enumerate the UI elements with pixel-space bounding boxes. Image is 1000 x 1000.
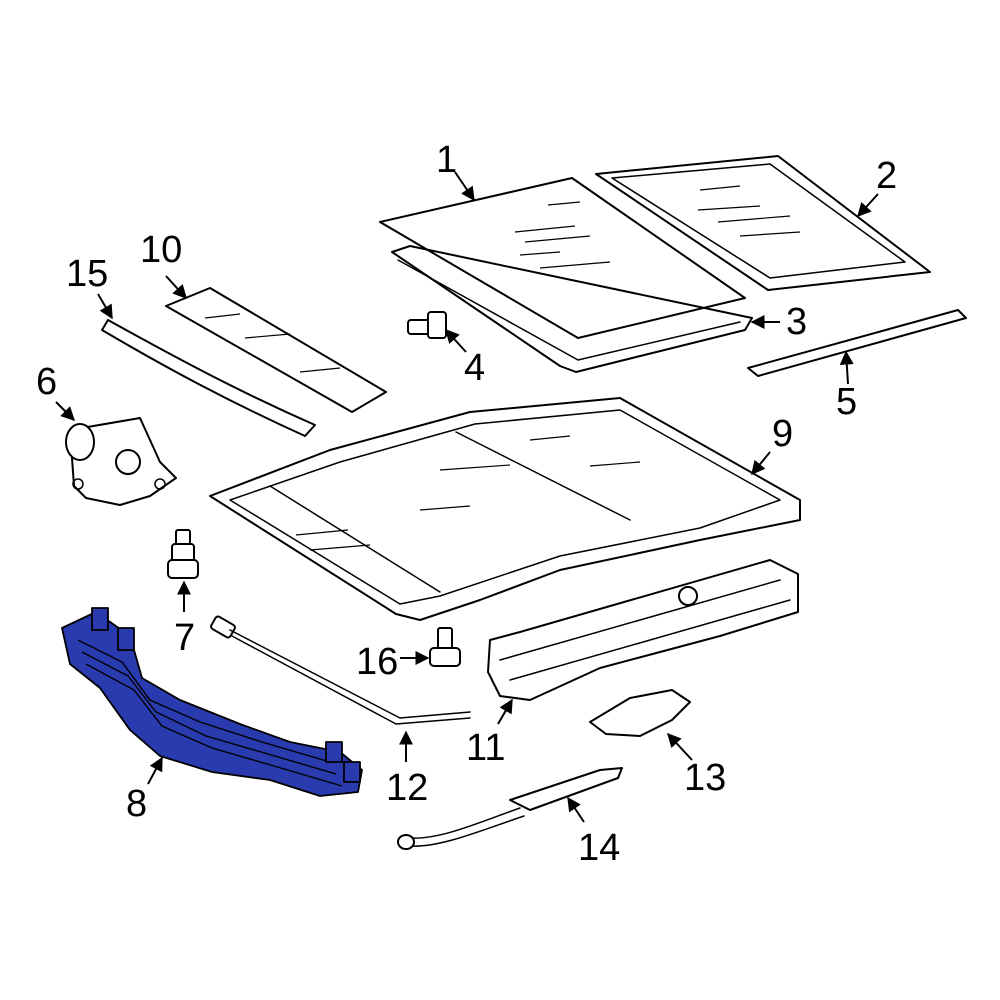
callout-1: 1 xyxy=(436,139,457,181)
part-3-seal-inner xyxy=(397,259,741,361)
part-4-fastener xyxy=(407,311,447,339)
callout-8: 8 xyxy=(126,783,147,825)
callout-4: 4 xyxy=(464,347,485,389)
part-2-glass-panel xyxy=(595,155,931,291)
callout-2: 2 xyxy=(876,155,897,197)
part-6-motor xyxy=(65,417,177,506)
part-3-seal xyxy=(391,245,753,373)
part-9-roof-frame xyxy=(209,397,801,621)
callout-6: 6 xyxy=(36,361,57,403)
part-12-cable xyxy=(210,615,471,725)
part-11-guide-rail xyxy=(487,559,799,701)
callout-9: 9 xyxy=(772,413,793,455)
part-10-sunshade xyxy=(165,287,387,413)
leader-lines xyxy=(55,171,879,823)
callout-7: 7 xyxy=(174,617,195,659)
callout-numbers: 1 2 3 4 5 6 7 8 9 10 11 12 13 14 15 16 xyxy=(36,139,897,869)
callout-3: 3 xyxy=(786,301,807,343)
callout-10: 10 xyxy=(140,229,182,271)
part-13-bracket xyxy=(589,689,691,737)
part-15-weatherstrip xyxy=(101,319,316,437)
callout-15: 15 xyxy=(66,253,108,295)
part-7-grommet xyxy=(167,529,199,579)
part-14-link xyxy=(397,767,623,850)
part-5-trim-strip xyxy=(747,309,967,377)
callout-16: 16 xyxy=(356,641,398,683)
callout-13: 13 xyxy=(684,757,726,799)
callout-12: 12 xyxy=(386,767,428,809)
callout-11: 11 xyxy=(466,727,505,769)
callout-14: 14 xyxy=(578,827,620,869)
part-8-frame-highlighted xyxy=(61,607,363,797)
callout-5: 5 xyxy=(836,381,857,423)
part-16-bolt xyxy=(429,627,461,667)
